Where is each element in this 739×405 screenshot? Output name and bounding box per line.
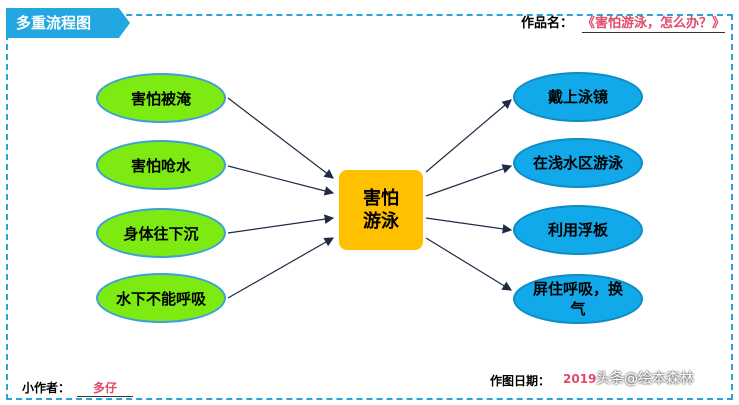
center-topic-node: 害怕 游泳 — [339, 170, 423, 250]
author-label: 小作者： — [22, 381, 71, 395]
center-topic-line-1: 害怕 — [363, 187, 399, 209]
work-name-value: 《害怕游泳，怎么办？》 — [582, 12, 726, 33]
watermark: 头条@绘本森林 — [596, 371, 694, 387]
author-value: 多仔 — [77, 379, 133, 397]
solution-node-4: 屏住呼吸，换气 — [513, 274, 643, 324]
diagram-frame — [6, 14, 733, 400]
work-name-label: 作品名： — [521, 16, 574, 31]
cause-node-4: 水下不能呼吸 — [96, 273, 226, 323]
center-topic-line-2: 游泳 — [363, 211, 399, 232]
date-label: 作图日期： — [490, 374, 551, 388]
arrow-cause-4 — [227, 237, 335, 299]
arrow-cause-3 — [227, 214, 335, 234]
solution-node-1: 戴上泳镜 — [513, 72, 643, 122]
page-title: 多重流程图 — [6, 8, 130, 38]
date-value: 2019 — [563, 372, 597, 386]
arrow-cause-1 — [227, 97, 334, 179]
arrow-solution-2 — [425, 164, 513, 197]
arrow-cause-2 — [227, 165, 335, 196]
solution-node-2: 在浅水区游泳 — [513, 138, 643, 188]
cause-node-1: 害怕被淹 — [96, 73, 226, 123]
arrow-solution-3 — [425, 217, 513, 234]
cause-node-2: 害怕呛水 — [96, 140, 226, 190]
solution-node-3: 利用浮板 — [513, 205, 643, 255]
cause-node-3: 身体往下沉 — [96, 208, 226, 258]
arrow-solution-1 — [425, 99, 512, 173]
arrow-solution-4 — [425, 237, 513, 291]
